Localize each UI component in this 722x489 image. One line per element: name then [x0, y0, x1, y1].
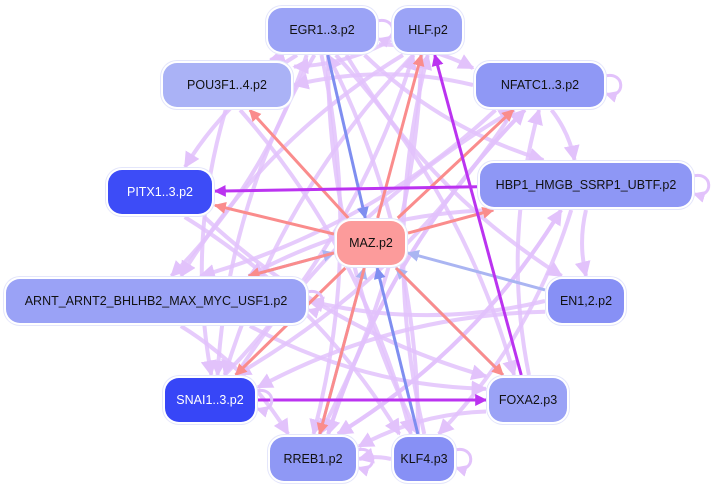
edge-maz-to-arnt	[247, 251, 335, 279]
edge-egr-to-snai	[210, 53, 317, 377]
node-snai1-3[interactable]: SNAI1..3.p2	[165, 378, 255, 422]
edge-klf-to-rreb	[357, 447, 392, 464]
edge-klf-to-maz	[373, 266, 420, 435]
edge-foxa-to-hlf	[431, 53, 523, 376]
edge-hbp-to-en	[574, 209, 591, 278]
node-maz[interactable]: MAZ.p2	[337, 221, 405, 265]
self-loop-rreb	[355, 447, 375, 477]
node-arnt-arnt2-bhlhb2-max-myc-usf1[interactable]: ARNT_ARNT2_BHLHB2_MAX_MYC_USF1.p2	[6, 279, 306, 323]
edge-maz-to-foxa	[394, 266, 505, 377]
edge-en-to-arnt	[307, 296, 546, 318]
node-label: KLF4.p3	[400, 452, 448, 466]
node-label: ARNT_ARNT2_BHLHB2_MAX_MYC_USF1.p2	[24, 294, 288, 308]
edge-snai-to-hlf	[223, 53, 417, 377]
edge-egr-to-maz	[326, 54, 369, 220]
node-label: RREB1.p2	[283, 452, 343, 466]
node-en1-2[interactable]: EN1,2.p2	[548, 279, 624, 323]
node-rreb1[interactable]: RREB1.p2	[270, 437, 356, 481]
node-label: MAZ.p2	[349, 236, 393, 250]
self-loop-nfatc	[603, 73, 623, 103]
node-label: EGR1..3.p2	[289, 23, 355, 37]
node-pitx1-3[interactable]: PITX1..3.p2	[108, 170, 212, 214]
edge-maz-to-rreb	[316, 267, 366, 436]
self-loop-klf	[453, 447, 473, 477]
edge-pitx-to-foxa	[202, 215, 488, 380]
self-loop-egr	[375, 18, 395, 48]
node-klf4[interactable]: KLF4.p3	[394, 437, 454, 481]
node-label: EN1,2.p2	[559, 294, 613, 308]
edge-maz-to-hlf	[376, 53, 425, 219]
node-label: SNAI1..3.p2	[176, 393, 244, 407]
edge-hlf-to-snai	[221, 53, 415, 377]
node-foxa2[interactable]: FOXA2.p3	[489, 378, 567, 422]
edge-hbp-to-klf	[437, 209, 574, 436]
node-label: HBP1_HMGB_SSRP1_UBTF.p2	[495, 178, 677, 192]
edge-nfatc-to-hbp	[549, 108, 580, 162]
node-egr1-3[interactable]: EGR1..3.p2	[268, 8, 376, 52]
node-label: POU3F1..4.p2	[187, 78, 267, 92]
self-loop-snai	[254, 388, 274, 418]
node-label: NFATC1..3.p2	[500, 78, 580, 92]
self-loop-hbp	[691, 173, 711, 203]
edge-arnt-to-foxa	[248, 324, 488, 397]
edge-egr-to-pou	[268, 48, 287, 64]
node-nfatc1-3[interactable]: NFATC1..3.p2	[476, 63, 604, 107]
edge-hbp-to-pitx	[213, 184, 478, 197]
self-loop-arnt	[305, 289, 325, 319]
edge-foxa-to-nfatc	[515, 108, 543, 376]
node-hbp1-hmgb-ssrp1-ubtf[interactable]: HBP1_HMGB_SSRP1_UBTF.p2	[480, 163, 692, 207]
node-label: PITX1..3.p2	[126, 185, 193, 199]
self-loop-layer	[254, 18, 711, 477]
node-label: HLF.p2	[408, 23, 448, 37]
node-label: FOXA2.p3	[498, 393, 558, 407]
edge-en-to-maz	[406, 250, 546, 292]
node-pou3f1-4[interactable]: POU3F1..4.p2	[163, 63, 291, 107]
edge-nfatc-to-pou	[292, 72, 474, 90]
edge-maz-to-pitx	[213, 201, 335, 236]
edge-maz-to-pou	[248, 108, 350, 220]
edge-maz-to-nfatc	[396, 108, 515, 220]
node-hlf[interactable]: HLF.p2	[394, 8, 462, 52]
